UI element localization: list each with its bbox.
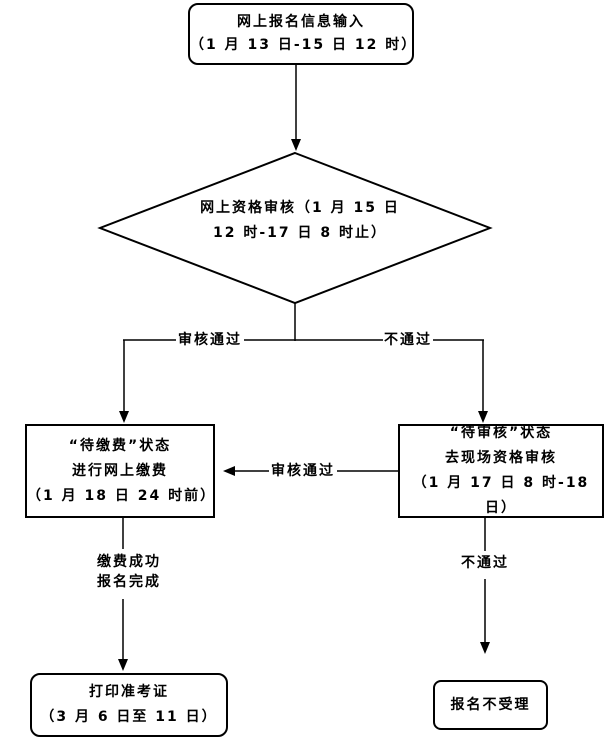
node-text-line: （1 月 17 日 8 时-18 日） [412,475,590,516]
node-online-registration-input: 网上报名信息输入 （1 月 13 日-15 日 12 时） [188,3,418,65]
node-text-line: “待缴费”状态 [68,437,172,454]
edge-label-line: 报名完成 [97,574,161,590]
node-text-line: 去现场资格审核 [445,450,557,466]
edge-label-review-passed: 审核通过 [176,330,244,350]
node-text-line: 打印准考证 [89,684,169,700]
node-text-line: 进行网上缴费 [72,462,168,479]
arrowhead-left-icon [223,466,235,476]
arrowhead-down-icon [119,411,129,423]
arrowhead-down-icon [118,659,128,671]
node-text-line: （1 月 13 日-15 日 12 时） [190,37,418,53]
node-text-line: 网上资格审核（1 月 15 日 [200,200,400,216]
edge-label-line: 缴费成功 [97,554,161,570]
node-pending-review: “待审核”状态 去现场资格审核 （1 月 17 日 8 时-18 日） [398,424,604,518]
node-registration-rejected: 报名不受理 [433,680,548,730]
node-pending-payment: “待缴费”状态 进行网上缴费 （1 月 18 日 24 时前） [25,424,215,518]
arrowhead-down-icon [291,139,301,151]
arrowhead-down-icon [478,411,488,423]
node-text-line: 12 时-17 日 8 时止） [212,225,387,241]
edge-label-not-passed: 不通过 [383,330,433,350]
edge-label-onsite-review-passed: 审核通过 [269,461,337,481]
node-text-line: （3 月 6 日至 11 日） [40,709,218,725]
node-text-line: 报名不受理 [450,696,531,713]
arrowhead-down-icon [480,642,490,654]
node-text-line: 网上报名信息输入 [237,14,365,30]
edge-label-payment-complete: 缴费成功 报名完成 [68,552,190,592]
node-print-admission-ticket: 打印准考证 （3 月 6 日至 11 日） [30,673,228,737]
edge-label-not-passed-down: 不通过 [460,553,510,573]
node-text-line: “待审核”状态 [449,425,553,441]
node-text-line: （1 月 18 日 24 时前） [27,487,217,504]
decision-online-review: 网上资格审核（1 月 15 日 12 时-17 日 8 时止） [145,196,455,246]
